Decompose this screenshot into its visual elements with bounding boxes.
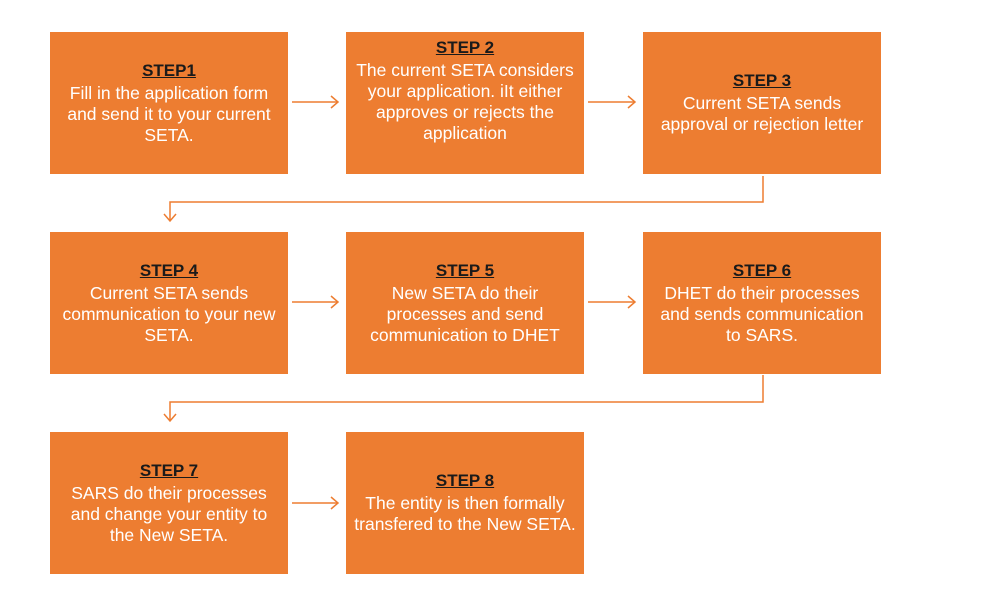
step-4-box: STEP 4 Current SETA sends communication … (50, 232, 288, 374)
step-8-text: The entity is then formally transfered t… (354, 493, 576, 534)
step-8-title: STEP 8 (435, 471, 495, 490)
elbow-step3-to-step4 (163, 176, 764, 223)
step-5-box: STEP 5 New SETA do their processes and s… (346, 232, 584, 374)
arrow-step7-to-step8 (292, 496, 340, 510)
step-3-box: STEP 3 Current SETA sends approval or re… (643, 32, 881, 174)
step-5-text: New SETA do their processes and send com… (370, 282, 560, 345)
step-6-title: STEP 6 (732, 260, 792, 280)
step-6-text: DHET do their processes and sends commun… (660, 282, 864, 345)
arrow-step5-to-step6 (588, 295, 637, 309)
step-4-title: STEP 4 (139, 260, 199, 280)
step-3-text: Current SETA sends approval or rejection… (660, 93, 864, 134)
step-1-text: Fill in the application form and send it… (67, 82, 271, 145)
step-7-text: SARS do their processes and change your … (70, 482, 268, 545)
step-1-box: STEP1 Fill in the application form and s… (50, 32, 288, 174)
elbow-step6-to-step7 (163, 375, 764, 423)
step-3-title: STEP 3 (732, 71, 792, 90)
step-5-title: STEP 5 (435, 260, 495, 280)
step-4-text: Current SETA sends communication to your… (62, 282, 276, 345)
step-7-title: STEP 7 (139, 460, 199, 480)
step-8-box: STEP 8 The entity is then formally trans… (346, 432, 584, 574)
arrow-step1-to-step2 (292, 95, 340, 109)
step-2-box: STEP 2 The current SETA considers your a… (346, 32, 584, 174)
step-2-text: The current SETA considers your applicat… (356, 60, 574, 143)
step-7-box: STEP 7 SARS do their processes and chang… (50, 432, 288, 574)
arrow-step2-to-step3 (588, 95, 637, 109)
step-6-box: STEP 6 DHET do their processes and sends… (643, 232, 881, 374)
step-2-title: STEP 2 (435, 38, 495, 57)
arrow-step4-to-step5 (292, 295, 340, 309)
step-1-title: STEP1 (142, 60, 196, 80)
